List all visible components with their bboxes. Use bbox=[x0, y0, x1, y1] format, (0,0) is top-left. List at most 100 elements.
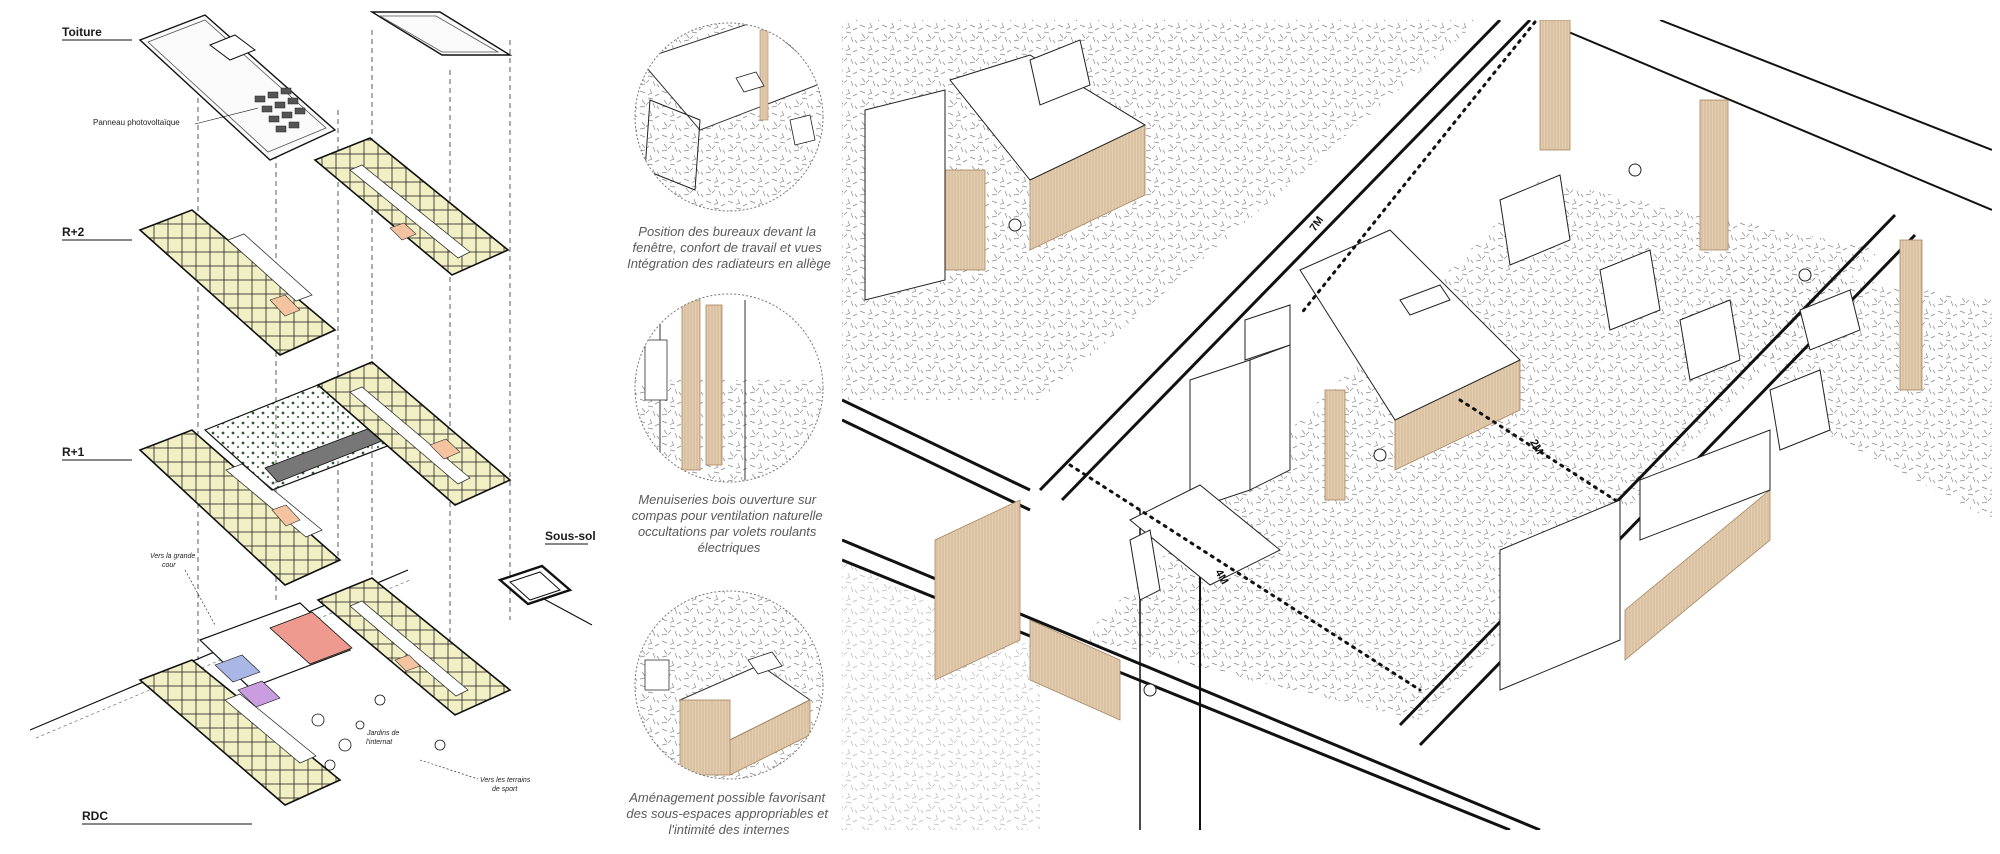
level-label-toiture: Toiture bbox=[62, 25, 102, 39]
annotation-jardins-2: l'internat bbox=[366, 739, 393, 746]
chair-2 bbox=[1599, 249, 1661, 331]
rdc-accent-right bbox=[394, 654, 421, 672]
wall-panel-lower bbox=[934, 499, 1021, 681]
room-perspective: 7M 2M 4M bbox=[842, 20, 1992, 830]
window-frame-right bbox=[1899, 239, 1923, 391]
furniture bbox=[864, 39, 1861, 697]
roof-parapet-b bbox=[378, 15, 500, 53]
desk-top bbox=[639, 23, 823, 131]
caption-layout-line-3: l'intimité des internes bbox=[669, 822, 790, 837]
level-label-rdc: RDC bbox=[82, 809, 108, 823]
rdc-corridor-left bbox=[224, 693, 317, 764]
casement-left bbox=[681, 299, 701, 471]
wardrobe-side-top bbox=[944, 169, 986, 271]
window-frame-top bbox=[1539, 20, 1571, 151]
roof-level: Toiture Panneau photovoltaïque bbox=[62, 11, 513, 161]
desk-top-center bbox=[1299, 229, 1521, 421]
bed-right bbox=[1639, 429, 1771, 541]
caption-window-line-3: occultations par volets roulants bbox=[638, 524, 817, 539]
r2-accent-right bbox=[389, 222, 417, 241]
floor-rdc: RDC Vers la grande cour Jardins de l'int… bbox=[29, 553, 531, 825]
leader-vers-cour bbox=[184, 569, 216, 626]
bed-side-lower bbox=[1029, 619, 1121, 721]
laptop-upper bbox=[1029, 39, 1091, 106]
annotation-vers-cour-2: cour bbox=[162, 562, 176, 569]
floor-r1: R+1 bbox=[62, 361, 512, 586]
r2-corridor-right bbox=[349, 164, 471, 259]
garden-trees bbox=[311, 694, 446, 771]
caption-window-line-4: électriques bbox=[698, 540, 761, 555]
basement-level: Sous-sol bbox=[497, 529, 596, 626]
lamp-2 bbox=[1008, 218, 1022, 232]
side-table-lower bbox=[1129, 484, 1281, 586]
detail-circle-layout: Aménagement possible favorisant des sous… bbox=[626, 590, 831, 837]
dimension-lines bbox=[1068, 20, 1617, 692]
book-center bbox=[1399, 284, 1451, 316]
detail-frame bbox=[634, 22, 824, 212]
r1-corridor-right bbox=[349, 386, 471, 485]
floor-center-room bbox=[1080, 180, 1880, 720]
caption-desk-line-2: fenêtre, confort de travail et vues bbox=[633, 240, 823, 255]
caption-layout: Aménagement possible favorisant des sous… bbox=[626, 790, 831, 837]
chair bbox=[644, 99, 701, 191]
book bbox=[735, 71, 765, 93]
level-label-r1: R+1 bbox=[62, 445, 85, 459]
caption-desk-line-3: Intégration des radiateurs en allège bbox=[627, 256, 831, 271]
pillow bbox=[747, 651, 783, 675]
lamp-5 bbox=[1143, 683, 1157, 697]
caption-window-line-2: compas pour ventilation naturelle bbox=[632, 508, 823, 523]
floor-r2: R+2 bbox=[62, 137, 510, 356]
annotation-jardins-1: Jardins de bbox=[366, 730, 399, 737]
basement-box bbox=[497, 564, 573, 606]
caption-window-line-1: Menuiseries bois ouverture sur bbox=[638, 492, 816, 507]
window-frame bbox=[759, 29, 769, 121]
lamp-3 bbox=[1373, 448, 1387, 462]
annotation-terrains-2: de sport bbox=[492, 786, 518, 793]
dim-line-height bbox=[1298, 20, 1537, 317]
rdc-room-purple bbox=[237, 680, 281, 708]
wardrobe bbox=[679, 699, 731, 776]
wardrobe-right bbox=[1499, 499, 1621, 691]
r2-stair-accent bbox=[269, 294, 301, 317]
wardrobe-side bbox=[1249, 344, 1291, 491]
r2-wing-left bbox=[138, 209, 337, 356]
detail-circle-desk: Position des bureaux devant la fenêtre, … bbox=[627, 22, 831, 271]
annotation-vers-cour-1: Vers la grande bbox=[150, 553, 195, 560]
casement-right bbox=[705, 304, 723, 466]
rdc-hall-red bbox=[269, 611, 353, 665]
rdc-room-blue bbox=[214, 654, 261, 683]
lamp-1 bbox=[1628, 163, 1642, 177]
r1-accent-right bbox=[429, 438, 461, 460]
rdc-wing-left bbox=[138, 659, 342, 806]
rdc-corridor-right bbox=[349, 600, 469, 697]
chair-3 bbox=[1679, 299, 1741, 381]
desk-top-upper bbox=[949, 54, 1147, 181]
r1-accent-left bbox=[271, 504, 301, 527]
laptop bbox=[789, 114, 816, 146]
wardrobe-left bbox=[864, 89, 946, 301]
caption-desk-line-1: Position des bureaux devant la bbox=[638, 224, 816, 239]
caption-window: Menuiseries bois ouverture sur compas po… bbox=[632, 492, 826, 555]
level-label-r2: R+2 bbox=[62, 225, 85, 239]
caption-layout-line-1: Aménagement possible favorisant bbox=[628, 790, 826, 805]
storage-box bbox=[1244, 304, 1291, 361]
picture-frame bbox=[1129, 529, 1161, 601]
exploded-axonometric: Toiture Panneau photovoltaïque R+2 bbox=[29, 11, 596, 825]
roof-box bbox=[208, 34, 257, 61]
roof-slab-a bbox=[138, 14, 337, 161]
detail-column: Position des bureaux devant la fenêtre, … bbox=[626, 22, 831, 837]
door-panel bbox=[1324, 389, 1346, 501]
caption-layout-line-2: des sous-espaces appropriables et bbox=[626, 806, 829, 821]
laptop-right bbox=[1799, 289, 1861, 351]
lamp-4 bbox=[1798, 268, 1812, 282]
basement-inner bbox=[509, 571, 561, 601]
side-table bbox=[644, 659, 670, 691]
chair-1 bbox=[1499, 174, 1571, 266]
shelf bbox=[644, 339, 668, 401]
window-frame-center bbox=[1699, 99, 1729, 251]
leader-terrains bbox=[419, 759, 479, 780]
bed-side-right bbox=[1624, 489, 1771, 661]
photovoltaic-panels bbox=[254, 87, 306, 133]
r1-wing-left bbox=[138, 429, 342, 586]
